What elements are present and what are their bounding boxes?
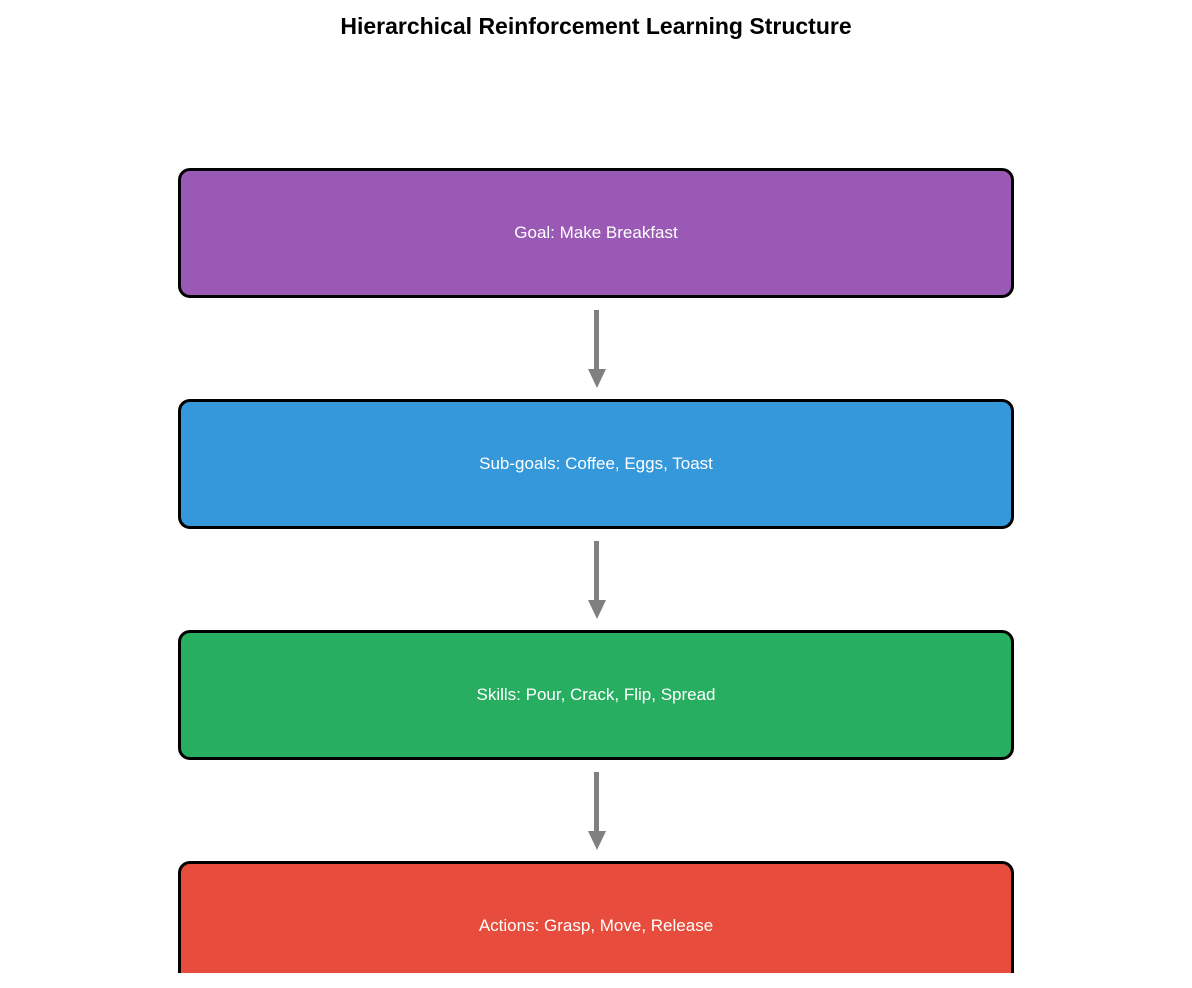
arrow-head xyxy=(587,600,606,619)
down-arrow-icon xyxy=(586,772,607,850)
arrow-stem xyxy=(594,541,599,600)
arrow-stem xyxy=(594,310,599,369)
level-label-skills: Skills: Pour, Crack, Flip, Spread xyxy=(476,685,716,704)
diagram-title: Hierarchical Reinforcement Learning Stru… xyxy=(340,13,852,39)
level-label-subgoals: Sub-goals: Coffee, Eggs, Toast xyxy=(479,454,713,473)
level-box-actions: Actions: Grasp, Move, Release xyxy=(178,861,1014,973)
down-arrow-icon xyxy=(586,310,607,388)
down-arrow-icon xyxy=(586,541,607,619)
level-label-goal: Goal: Make Breakfast xyxy=(514,223,678,242)
level-box-actions-clip: Actions: Grasp, Move, Release xyxy=(178,861,1014,973)
level-box-skills: Skills: Pour, Crack, Flip, Spread xyxy=(178,630,1014,760)
arrow-head xyxy=(587,831,606,850)
arrow-head xyxy=(587,369,606,388)
level-box-goal: Goal: Make Breakfast xyxy=(178,168,1014,298)
arrow-stem xyxy=(594,772,599,831)
level-box-subgoals: Sub-goals: Coffee, Eggs, Toast xyxy=(178,399,1014,529)
level-label-actions: Actions: Grasp, Move, Release xyxy=(478,916,714,935)
